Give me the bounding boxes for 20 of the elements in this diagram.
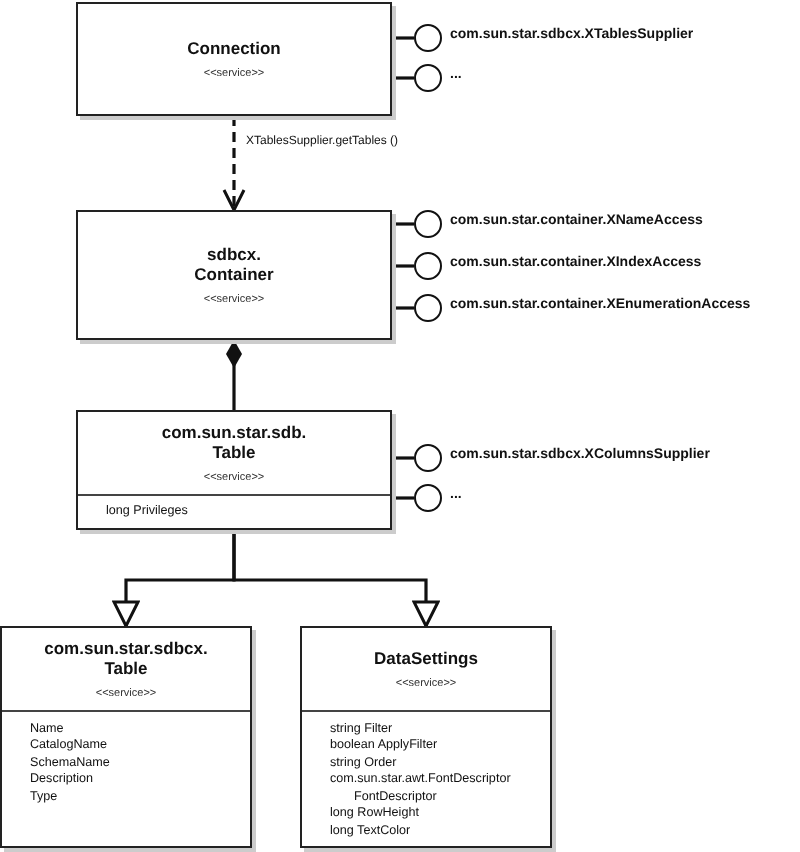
class-name: DataSettings [372, 647, 480, 668]
class-box [76, 2, 392, 116]
class-box [0, 626, 252, 848]
interface-circle [414, 210, 442, 238]
class-name: com.sun.star.sdb. Table [161, 421, 307, 462]
inheritance-arrow [232, 530, 440, 628]
class-name: sdbcx. Container [192, 244, 276, 285]
interface-circle [414, 24, 442, 52]
dependency-arrow [222, 116, 246, 212]
class-name: Connection [185, 38, 283, 59]
interface-circle [414, 64, 442, 92]
class-box [76, 410, 392, 530]
interface-circle [414, 484, 442, 512]
class-box [76, 210, 392, 340]
interface-circle [414, 294, 442, 322]
class-name: com.sun.star.sdbcx. Table [44, 637, 208, 678]
composition-line [226, 340, 242, 410]
class-box [300, 626, 552, 848]
interface-circle [414, 252, 442, 280]
interface-circle [414, 444, 442, 472]
